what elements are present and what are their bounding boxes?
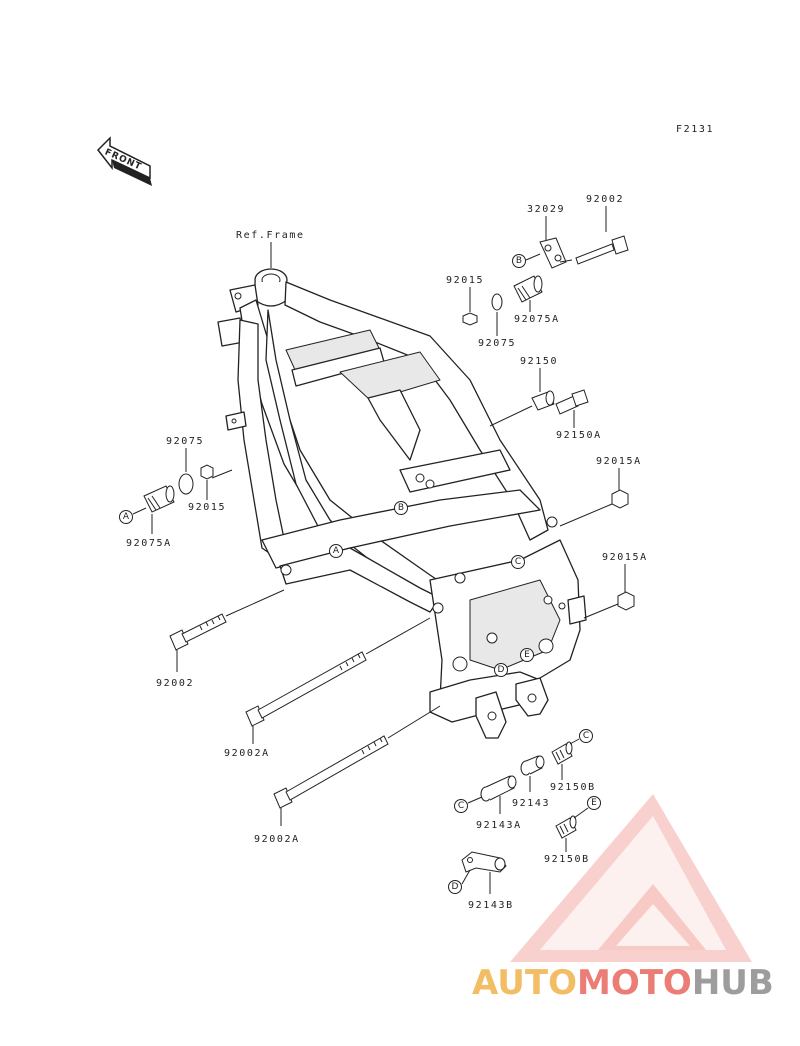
callout-c-right: C xyxy=(579,729,593,743)
washer-92075-top xyxy=(491,293,503,311)
frame-callout-a: A xyxy=(329,544,343,558)
label-92002-top: 92002 xyxy=(586,194,624,205)
bracket-32029 xyxy=(539,237,567,269)
label-92143a: 92143A xyxy=(476,820,522,831)
callout-e-right: E xyxy=(587,796,601,810)
label-92143: 92143 xyxy=(512,798,550,809)
label-32029: 32029 xyxy=(527,204,565,215)
frame-callout-c: C xyxy=(511,555,525,569)
callout-b-top: B xyxy=(512,254,526,268)
nut-92015a-1 xyxy=(611,489,629,509)
ref-frame-label: Ref.Frame xyxy=(236,230,305,241)
watermark-part-auto: AUTO xyxy=(472,963,577,1003)
label-92143b: 92143B xyxy=(468,900,514,911)
label-92015-left: 92015 xyxy=(188,502,226,513)
label-92075-top: 92075 xyxy=(478,338,516,349)
label-92015a-1: 92015A xyxy=(596,456,642,467)
frame-callout-b: B xyxy=(394,501,408,515)
bolt-92002a-2 xyxy=(273,735,389,809)
automotohub-watermark-logo: AUTOMOTOHUB xyxy=(472,794,774,1003)
label-92150b-1: 92150B xyxy=(550,782,596,793)
callout-c-lower: C xyxy=(454,799,468,813)
svg-text:D: D xyxy=(452,882,459,892)
collar-92075a-left xyxy=(143,485,175,513)
frame-callout-d: D xyxy=(494,663,508,677)
watermark-part-hub: HUB xyxy=(692,963,774,1003)
bolt-92150b-1 xyxy=(551,741,573,765)
svg-text:A: A xyxy=(123,512,130,522)
front-arrow-icon: FRONT xyxy=(97,136,152,186)
label-92002a-2: 92002A xyxy=(254,834,300,845)
frame-callout-e: E xyxy=(520,648,534,662)
bolt-92002a-1 xyxy=(245,651,367,727)
bolt-92150b-2 xyxy=(555,815,577,839)
collar-92143 xyxy=(520,755,545,776)
washer-92075-left xyxy=(178,473,194,495)
callout-a-left: A xyxy=(119,510,133,524)
label-92150b-2: 92150B xyxy=(544,854,590,865)
svg-text:E: E xyxy=(591,798,597,808)
nut-92015a-2 xyxy=(617,591,635,611)
callout-d-lower: D xyxy=(448,880,462,894)
bracket-92143b xyxy=(461,851,507,873)
svg-text:B: B xyxy=(398,503,404,513)
svg-text:E: E xyxy=(524,650,530,660)
label-92150a: 92150A xyxy=(556,430,602,441)
diagram-code: F2131 xyxy=(676,124,714,135)
nut-92015-left xyxy=(200,464,214,480)
bolt-92002-left xyxy=(169,613,227,651)
label-92015-top: 92015 xyxy=(446,275,484,286)
label-92002a-1: 92002A xyxy=(224,748,270,759)
label-92015a-2: 92015A xyxy=(602,552,648,563)
nut-92015-top xyxy=(462,312,478,326)
bolt-92150 xyxy=(531,390,555,411)
label-92002-left: 92002 xyxy=(156,678,194,689)
label-92075a-top: 92075A xyxy=(514,314,560,325)
bolt-92150a xyxy=(555,389,589,415)
label-92150: 92150 xyxy=(520,356,558,367)
svg-text:D: D xyxy=(498,665,505,675)
label-92075-left: 92075 xyxy=(166,436,204,447)
motorcycle-frame xyxy=(217,268,587,739)
svg-text:A: A xyxy=(333,546,340,556)
watermark-part-moto: MOTO xyxy=(577,963,692,1003)
collar-92075a-top xyxy=(513,275,543,303)
svg-text:C: C xyxy=(583,731,589,741)
svg-text:C: C xyxy=(458,801,464,811)
svg-text:B: B xyxy=(516,256,522,266)
bolt-92002-top xyxy=(575,235,629,265)
label-92075a-left: 92075A xyxy=(126,538,172,549)
svg-text:AUTOMOTOHUB: AUTOMOTOHUB xyxy=(472,963,774,1003)
svg-text:C: C xyxy=(515,557,521,567)
collar-92143a xyxy=(480,775,517,802)
